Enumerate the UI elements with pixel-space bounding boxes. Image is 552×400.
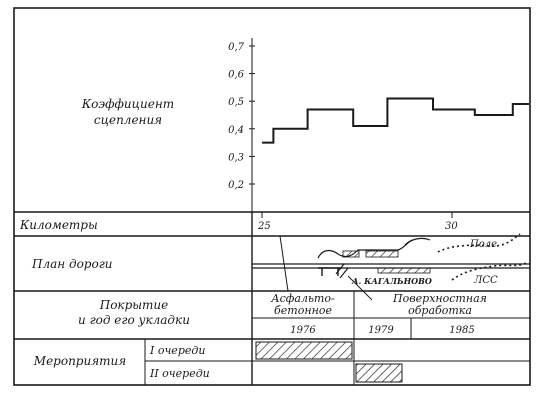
bridge-symbol bbox=[318, 267, 342, 276]
cover-year-1979: 1979 bbox=[368, 325, 394, 336]
village-label: А. КАГАЛЬНОВО bbox=[351, 276, 432, 286]
cover-year-1985: 1985 bbox=[449, 325, 474, 336]
y-tick-label-5: 0,2 bbox=[228, 180, 244, 191]
cover-asphalt-line1: Асфальто- bbox=[270, 292, 335, 305]
cover-asphalt-line2: бетонное bbox=[274, 304, 332, 317]
y-tick-label-4: 0,3 bbox=[228, 152, 244, 163]
y-tick-label-1: 0,6 bbox=[228, 70, 245, 81]
plan-row-label: План дороги bbox=[31, 257, 113, 271]
y-axis-label-line1: Коэффициент bbox=[81, 97, 174, 111]
stage-2-label: II очереди bbox=[149, 367, 210, 380]
cover-leader-asphalt bbox=[279, 235, 289, 292]
km-tick-25: 25 bbox=[257, 221, 271, 232]
cover-row-label-line2: и год его укладки bbox=[78, 313, 190, 327]
km-row-label: Километры bbox=[19, 218, 98, 232]
friction-coefficient-series bbox=[262, 97, 529, 144]
stage-2-hatch-bar bbox=[355, 363, 403, 383]
cover-surface-line1: Поверхностная bbox=[392, 292, 487, 305]
village-block-3 bbox=[377, 267, 431, 274]
bridge-ramp bbox=[335, 263, 349, 279]
field-label: Поле bbox=[469, 239, 497, 250]
cover-row-label-line1: Покрытие bbox=[99, 298, 169, 312]
cover-surface-line2: обработка bbox=[408, 304, 472, 317]
forest-label: ЛСС bbox=[473, 275, 498, 286]
cover-year-1976: 1976 bbox=[290, 325, 316, 336]
y-ticks: 0,7 0,6 0,5 0,4 0,3 0,2 bbox=[228, 42, 255, 191]
stage-1-hatch-bar bbox=[255, 341, 353, 360]
y-tick-label-3: 0,4 bbox=[228, 125, 244, 136]
stage-1-label: I очереди bbox=[149, 344, 205, 357]
y-tick-label-2: 0,5 bbox=[228, 97, 244, 108]
km-tick-30: 30 bbox=[445, 221, 458, 232]
measures-row-label: Мероприятия bbox=[33, 354, 126, 368]
village-block-2 bbox=[365, 250, 399, 258]
table-frame bbox=[13, 7, 531, 386]
y-tick-label-0: 0,7 bbox=[228, 42, 245, 53]
y-axis-label-line2: сцепления bbox=[94, 113, 162, 127]
road-curve-right bbox=[404, 237, 431, 246]
village-block-1 bbox=[342, 250, 360, 258]
cover-leader-surface bbox=[347, 275, 373, 301]
forest-boundary bbox=[451, 261, 529, 281]
road-plan-sketch bbox=[252, 233, 530, 301]
